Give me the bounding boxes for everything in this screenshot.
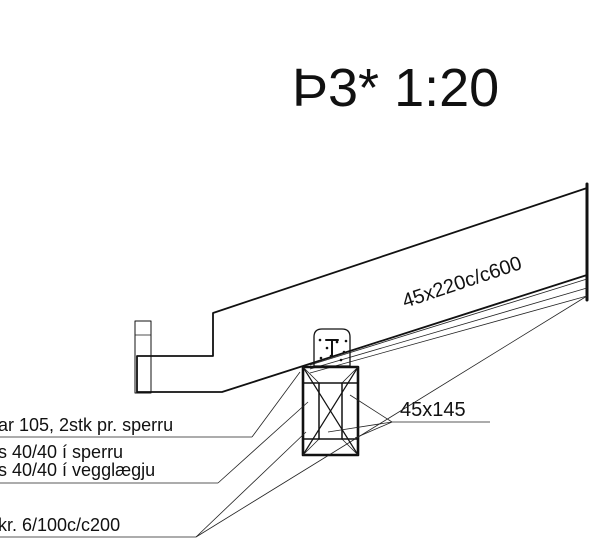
plate-size-label: 45x145 xyxy=(400,399,466,421)
note-leaders xyxy=(0,295,588,538)
note-screws: kr. 6/100c/c200 xyxy=(0,515,120,535)
rafter xyxy=(136,182,589,393)
wall-plate xyxy=(301,365,360,457)
note-nails: ar 105, 2stk pr. sperru xyxy=(0,415,173,435)
note-plate-anchor: s 40/40 í vegglægju xyxy=(0,460,155,480)
rafter-size-label: 45x220c/c600 xyxy=(400,252,525,312)
rafter-bracket xyxy=(313,328,351,367)
note-rafter-anchor: s 40/40 í sperru xyxy=(0,442,123,462)
fascia-board xyxy=(134,320,152,394)
drawing-title: Þ3* 1:20 xyxy=(292,58,499,118)
plate-leaders xyxy=(327,394,490,439)
